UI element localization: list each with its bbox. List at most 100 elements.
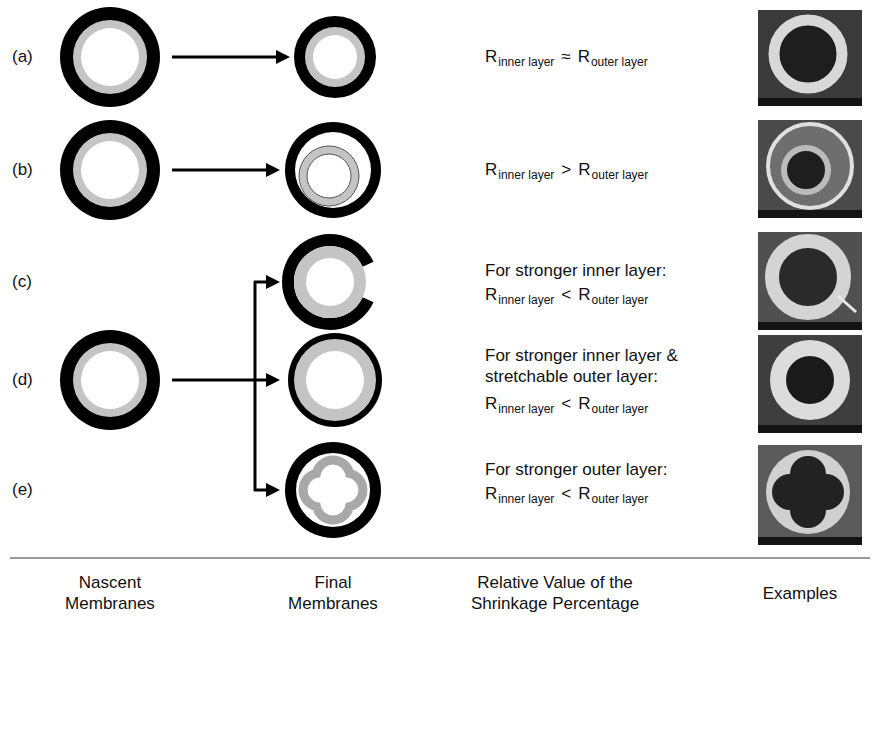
lumen <box>313 35 357 79</box>
arrow-head <box>266 483 280 497</box>
row-letter: (c) <box>12 272 32 292</box>
crack <box>838 296 856 312</box>
relation-operator: > <box>561 160 571 180</box>
subscript-label: inner layer <box>498 52 554 72</box>
arrow-shaft <box>254 379 268 382</box>
arrow-shaft <box>254 489 268 492</box>
lumen <box>306 351 364 409</box>
outer-layer <box>285 122 381 218</box>
branching-arrow <box>172 275 280 497</box>
row-letter: (d) <box>12 370 33 390</box>
micrograph-background <box>758 10 862 106</box>
fiber-cross-section <box>766 450 850 534</box>
relation-operator: < <box>561 285 571 305</box>
arrow-head <box>266 373 280 387</box>
fiber-cross-section <box>778 348 842 412</box>
buckled-inner-layer <box>303 460 363 520</box>
cracked-outer-layer <box>288 240 368 324</box>
condition-note: For stronger inner layer: <box>485 261 666 281</box>
subscript-label: outer layer <box>592 399 649 419</box>
row-letter: (a) <box>12 47 33 67</box>
radius-symbol: R <box>578 394 590 414</box>
row-letter: (b) <box>12 160 33 180</box>
radius-symbol: R <box>485 484 497 504</box>
inner-layer <box>299 146 359 206</box>
subscript-label: inner layer <box>498 489 554 509</box>
relation-operator: ≈ <box>561 47 570 67</box>
nascent-membrane <box>60 120 160 220</box>
delamination-gap <box>295 132 371 208</box>
relation-operator: < <box>561 394 571 414</box>
lumen <box>81 351 139 409</box>
nascent-membrane <box>60 7 160 107</box>
shrinkage-relation: Rinner layer≈Router layer <box>485 47 648 68</box>
inner-layer <box>300 252 360 312</box>
micrograph-background <box>758 232 862 330</box>
column-caption: Final Membranes <box>283 572 383 614</box>
shrinkage-relation: Rinner layer<Router layer <box>485 394 648 415</box>
radius-symbol: R <box>485 160 497 180</box>
fiber-cross-section <box>774 20 842 88</box>
info-bar <box>758 322 862 330</box>
lumen <box>81 28 139 86</box>
final-membrane <box>294 16 376 98</box>
inner-layer <box>73 133 147 207</box>
micrograph-background <box>758 335 862 433</box>
nascent-membrane <box>60 330 160 430</box>
radius-symbol: R <box>578 47 590 67</box>
subscript-label: outer layer <box>592 165 649 185</box>
sem-micrograph <box>758 10 862 106</box>
condition-note: For stronger outer layer: <box>485 460 667 480</box>
subscript-label: outer layer <box>592 290 649 310</box>
outer-layer <box>285 442 381 538</box>
arrow-shaft <box>254 281 257 491</box>
micrograph-background <box>758 120 862 218</box>
final-membrane <box>285 442 381 538</box>
final-membrane <box>285 122 381 218</box>
radius-symbol: R <box>578 160 590 180</box>
radius-symbol: R <box>578 484 590 504</box>
radius-symbol: R <box>485 285 497 305</box>
column-caption: Examples <box>740 583 860 604</box>
info-bar <box>758 425 862 433</box>
row-letter: (b) <box>12 160 33 180</box>
info-bar <box>758 98 862 106</box>
radius-symbol: R <box>578 285 590 305</box>
outer-layer <box>294 16 376 98</box>
inner-layer <box>294 339 376 421</box>
detached-inner-layer <box>784 148 828 192</box>
info-bar <box>758 210 862 218</box>
separator-rule <box>10 558 870 559</box>
subscript-label: inner layer <box>498 399 554 419</box>
arrow <box>172 50 290 64</box>
arrow <box>172 163 280 177</box>
inner-layer <box>73 20 147 94</box>
arrow-shaft <box>172 56 278 59</box>
micrograph-background <box>758 445 862 545</box>
fiber-cross-section <box>772 241 844 313</box>
stretched-outer-layer <box>288 333 382 427</box>
arrow-head <box>266 275 280 289</box>
row-letter: (e) <box>12 480 33 500</box>
sem-micrograph <box>758 445 862 545</box>
lumen <box>81 141 139 199</box>
subscript-label: outer layer <box>592 489 649 509</box>
fiber-cross-section <box>768 124 852 208</box>
outer-layer <box>60 120 160 220</box>
inner-layer <box>305 27 365 87</box>
condition-note: For stronger inner layer & stretchable o… <box>485 345 700 387</box>
sem-micrograph <box>758 335 862 433</box>
row-letter: (e) <box>12 480 33 500</box>
outer-layer <box>60 330 160 430</box>
row-letter: (c) <box>12 272 32 292</box>
arrow-shaft <box>172 169 268 172</box>
inner-layer <box>73 343 147 417</box>
condition-note: For stronger inner layer: <box>485 261 666 281</box>
row-letter: (a) <box>12 47 33 67</box>
subscript-label: inner layer <box>498 290 554 310</box>
relation-operator: < <box>561 484 571 504</box>
subscript-label: outer layer <box>591 52 648 72</box>
lumen <box>307 154 351 198</box>
